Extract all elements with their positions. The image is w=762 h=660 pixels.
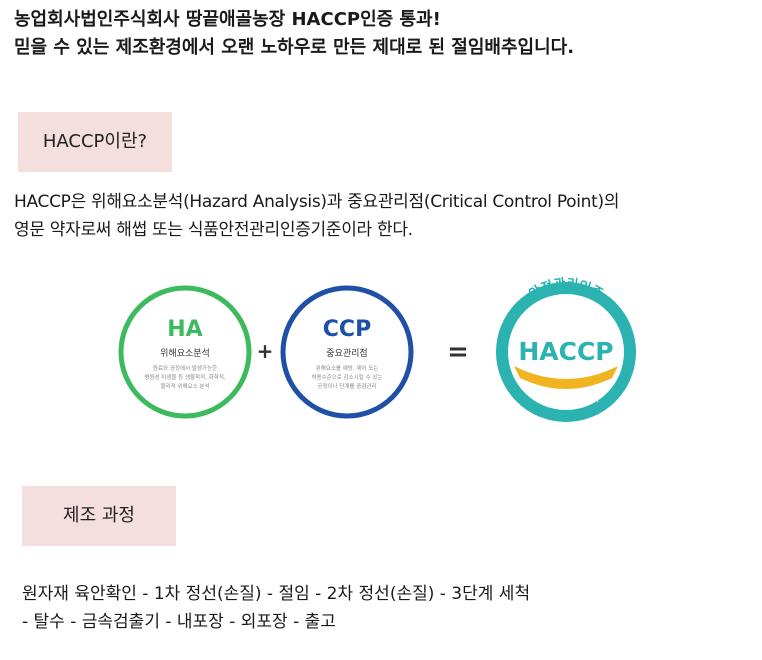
ha-title: HA xyxy=(167,317,202,342)
badge-accent-swoosh xyxy=(514,366,618,389)
ha-circle: HA 위해요소분석 원료와 공정에서 발생가능한 병원성 미생물 등 생물학적,… xyxy=(118,285,252,419)
ccp-subtitle: 중요관리점 xyxy=(326,347,367,359)
haccp-description-line-1: HACCP은 위해요소분석(Hazard Analysis)과 중요관리점(Cr… xyxy=(14,192,620,212)
badge-main-text: HACCP xyxy=(518,337,613,366)
ha-circle-ring xyxy=(118,285,252,419)
ccp-desc-line-2: 허용수준으로 감소시킬 수 있는 xyxy=(311,373,382,381)
ha-desc-line-1: 원료와 공정에서 발생가능한 xyxy=(153,364,217,372)
haccp-description-line-2: 영문 약자로써 해썹 또는 식품안전관리인증기준이라 한다. xyxy=(14,220,413,240)
ccp-title: CCP xyxy=(323,317,371,342)
process-line-1: 원자재 육안확인 - 1차 정선(손질) - 절임 - 2차 정선(손질) - … xyxy=(22,584,531,604)
haccp-certification-badge: 안전관리인증 HACCP 식품의약품안전처 xyxy=(496,276,636,422)
ha-subtitle: 위해요소분석 xyxy=(160,348,210,359)
haccp-definition-label: HACCP이란? xyxy=(18,112,172,172)
ccp-circle-ring xyxy=(280,285,414,419)
equals-sign: = xyxy=(447,337,469,367)
manufacturing-process-label: 제조 과정 xyxy=(22,486,176,546)
process-line-2: - 탈수 - 금속검출기 - 내포장 - 외포장 - 출고 xyxy=(22,612,336,632)
plus-sign: + xyxy=(257,339,274,363)
headline: 농업회사법인주식회사 땅끝애골농장 HACCP인증 통과! 믿을 수 있는 제조… xyxy=(14,6,574,62)
ccp-circle: CCP 중요관리점 위해요소를 예방, 제어 또는 허용수준으로 감소시킬 수 … xyxy=(280,285,414,419)
ha-desc-line-2: 병원성 미생물 등 생물학적, 화학적, xyxy=(144,373,226,381)
headline-line-1: 농업회사법인주식회사 땅끝애골농장 HACCP인증 통과! xyxy=(14,9,441,30)
badge-bottom-text: 식품의약품안전처 xyxy=(533,392,599,404)
haccp-equation-diagram: HA 위해요소분석 원료와 공정에서 발생가능한 병원성 미생물 등 생물학적,… xyxy=(118,276,636,422)
manufacturing-process-steps: 원자재 육안확인 - 1차 정선(손질) - 절임 - 2차 정선(손질) - … xyxy=(22,580,530,636)
ha-desc-line-3: 물리적 위해요소 분석 xyxy=(160,382,209,390)
ccp-desc-line-1: 위해요소를 예방, 제어 또는 xyxy=(316,364,379,372)
headline-line-2: 믿을 수 있는 제조환경에서 오랜 노하우로 만든 제대로 된 절임배추입니다. xyxy=(14,37,575,58)
haccp-description: HACCP은 위해요소분석(Hazard Analysis)과 중요관리점(Cr… xyxy=(14,188,620,244)
ccp-desc-line-3: 공정이나 단계를 중점관리 xyxy=(317,382,376,390)
